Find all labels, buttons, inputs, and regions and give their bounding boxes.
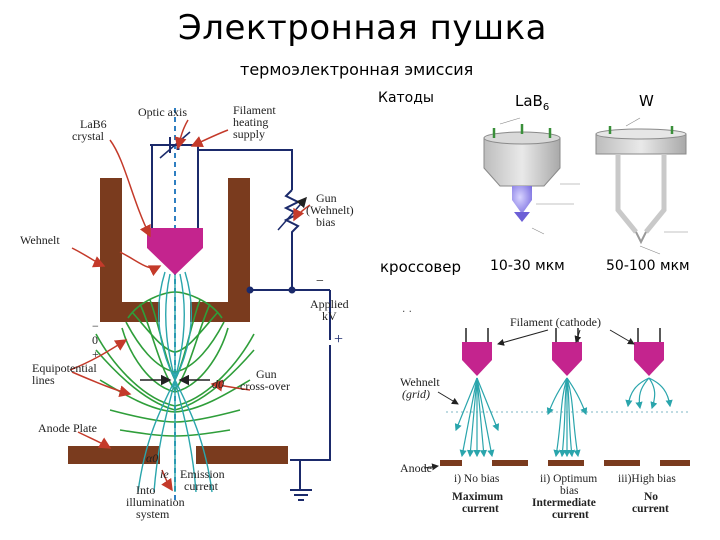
optimum-line3: Intermediate [532,497,596,509]
anode-plate-label: Anode Plate [38,421,97,435]
kv-plus: + [334,331,343,348]
w-callout-2 [625,117,641,127]
lab6-label: LaB6 [515,92,550,113]
wehnelt-label: Wehnelt [20,233,60,247]
high-bias-line3: current [632,503,669,515]
slide-subtitle: термоэлектронная эмиссия [240,60,474,79]
cathode-high-bias [634,342,664,376]
gun-bias-line3: bias [316,215,336,229]
bias-resistor [283,189,301,290]
optimum-line1: ii) Optimum [540,473,597,485]
gun-schematic: Optic axis Filament heating supply LaB6 … [20,103,354,521]
cathode-optimum-bias [552,342,582,376]
gun-crossover-line2: cross-over [240,379,290,393]
wehnelt-left [100,178,160,322]
gun-bias-line2: (Wehnelt) [306,203,354,217]
w-base-top [595,128,687,140]
emission-current-line2: current [184,479,219,493]
wehnelt-grid-line1: Wehnelt [400,375,440,389]
into-illumination-line2: illumination [126,495,185,509]
gun-crossover-line1: Gun [256,367,277,381]
lab6-callout-4 [499,117,521,125]
scale-plus: + [92,347,99,361]
into-illumination-line1: Into [136,483,155,497]
no-bias-line3: current [462,503,499,515]
optimum-line2: bias [560,485,579,497]
crossover-label: кроссовер [380,258,462,276]
filament-heating-line2: heating [233,115,268,129]
wehnelt-grid-arrow [437,391,459,405]
w-leg-left [615,154,638,234]
slide-title: Электронная пушка [178,8,548,48]
w-callout-3 [639,245,661,255]
lab6-size-label: 10-30 мкм [490,258,565,274]
w-hairpin-render [595,117,688,255]
d0-label: d0 [212,377,224,391]
lab6-cap [483,137,561,187]
beams-optimum-bias [546,377,588,458]
w-leg-right [644,154,667,234]
junction-node [288,286,296,294]
optic-axis-label: Optic axis [138,105,187,119]
scale-zero: 0 [92,333,98,347]
anode-arrow [423,463,439,471]
high-bias-line1: iii)High bias [618,473,676,485]
w-label: W [639,92,654,110]
red-leader-arrows [69,119,311,492]
cathode-no-bias [462,342,492,376]
anode-bars [440,460,690,466]
filament-arrow-2 [574,329,582,343]
no-bias-line1: i) No bias [454,473,500,485]
emission-current-line1: Emission [180,467,225,481]
scale-minus: − [92,319,99,333]
lab6-crystal-line1: LaB6 [80,117,107,131]
beams-no-bias [454,377,500,458]
lab6-callout-2 [531,227,545,235]
w-size-label: 50-100 мкм [606,258,690,274]
lab6-cathode-render [483,117,580,235]
lab6-tip [512,186,532,214]
bias-variable-arrow [277,196,307,231]
beam-rays [137,271,213,493]
bias-diagram: . . Filament (cathode) Wehnelt (grid) An… [400,301,690,521]
lab6-cathode [147,228,203,275]
anode-label: Anode [400,461,432,475]
filament-heating-line3: supply [233,127,265,141]
lab6-tip-point [514,212,530,222]
optimum-line4: current [552,509,589,521]
no-bias-line2: Maximum [452,491,504,503]
kv-minus: − [316,274,324,289]
ie-label: ie [160,467,169,481]
applied-kv-line1: Applied [310,297,349,311]
anode-plate-left [68,446,160,464]
w-hairpin-tip [635,231,647,245]
wehnelt-grid-line2: (grid) [402,387,430,401]
wehnelt-node [246,286,254,294]
applied-kv-line2: kV [322,309,337,323]
anode-plate-right [196,446,288,464]
filament-arrow-1 [497,329,549,346]
alpha0-label: α0 [146,451,158,465]
filament-cathode-label: Filament (cathode) [510,315,601,329]
gun-bias-line1: Gun [316,191,337,205]
equipotential-line1: Equipotential [32,361,97,375]
beams-high-bias [625,377,673,410]
wehnelt-right [190,178,250,322]
cathodes-label: Катоды [378,90,434,106]
lab6-crystal-line2: crystal [72,129,105,143]
ground-wire [290,345,331,461]
filament-arrow-3 [609,329,635,345]
into-illumination-line3: system [136,507,170,521]
bias-wire-top [198,149,293,190]
filament-heating-line1: Filament [233,103,276,117]
bias-corner-mark: . . [402,301,412,315]
high-bias-line2: No [644,491,658,503]
bias-captions: i) No bias Maximum current ii) Optimum b… [452,473,676,521]
equipotential-line2: lines [32,373,55,387]
